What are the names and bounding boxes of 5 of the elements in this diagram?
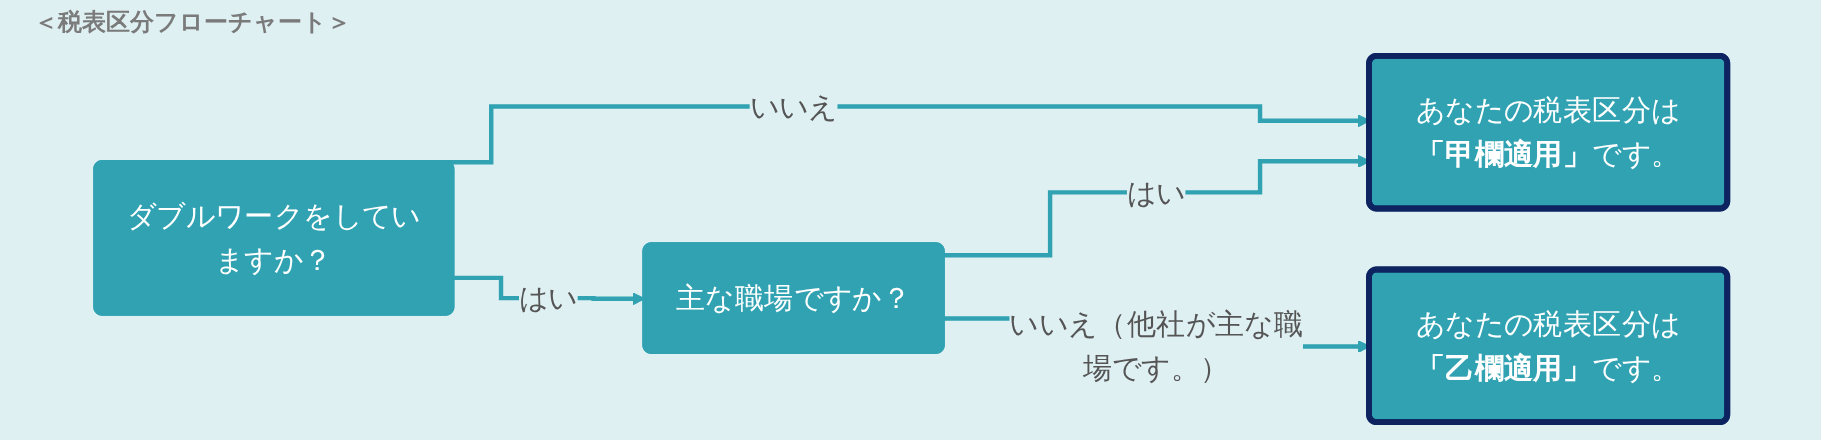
edge-label: はい [1126,174,1186,211]
edge-label: いいえ（他社が主な職場です。） [1008,306,1303,386]
edge-label: いいえ [749,88,838,125]
edge-label: はい [518,280,578,316]
title: ＜税表区分フローチャート＞ [34,7,351,38]
